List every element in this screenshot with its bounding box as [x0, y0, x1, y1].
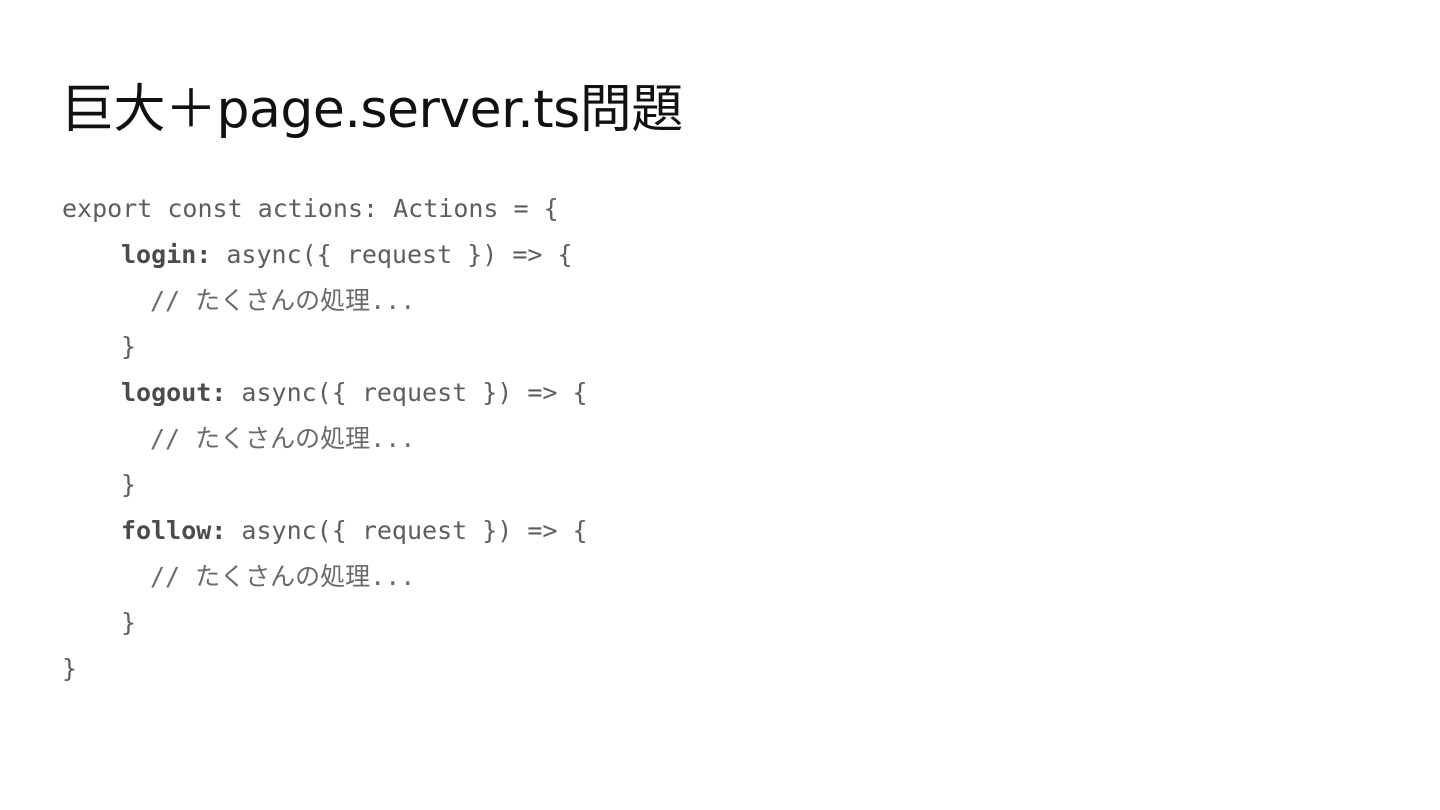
code-action-key: logout: [121, 378, 227, 407]
code-line: } [121, 332, 137, 361]
code-line: // たくさんの処理... [150, 286, 416, 315]
code-line: export const actions: Actions = { [62, 194, 559, 223]
code-block: export const actions: Actions = { login: … [62, 186, 1382, 692]
page-title: 巨大＋page.server.ts問題 [62, 80, 683, 140]
code-action-key: follow: [121, 516, 227, 545]
code-line: } [121, 470, 137, 499]
code-line: // たくさんの処理... [150, 424, 416, 453]
code-action-key: login: [121, 240, 212, 269]
code-line: follow: async({ request }) => { [121, 516, 588, 545]
code-line: // たくさんの処理... [150, 562, 416, 591]
code-line: logout: async({ request }) => { [121, 378, 588, 407]
code-line: } [62, 654, 78, 683]
code-line: } [121, 608, 137, 637]
code-line: login: async({ request }) => { [121, 240, 573, 269]
